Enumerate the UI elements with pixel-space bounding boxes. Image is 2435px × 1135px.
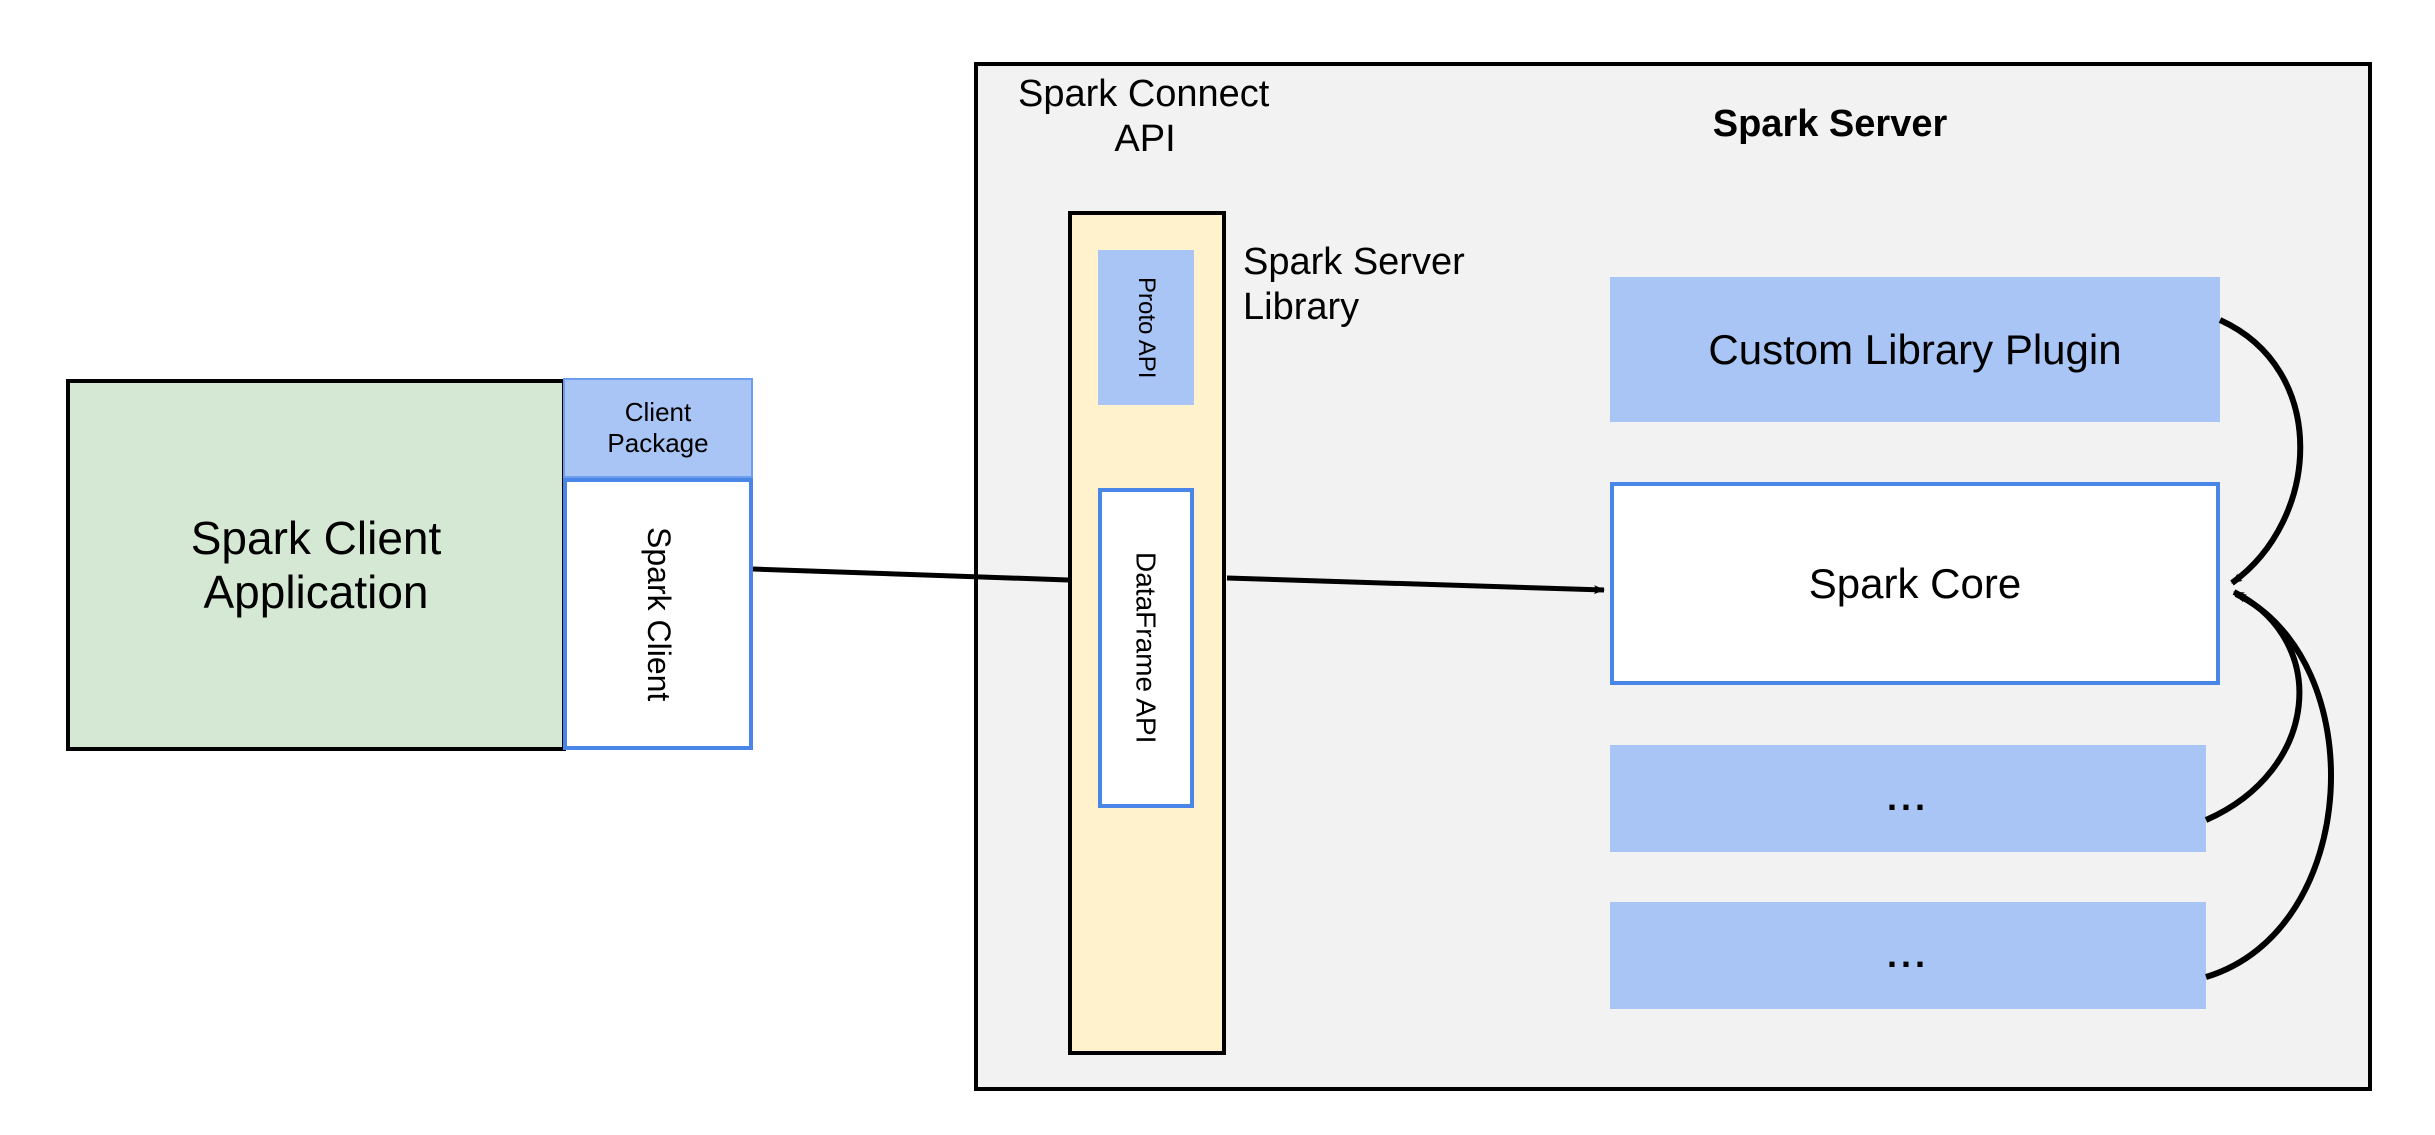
spark-server-library-label: Spark Server Library <box>1243 240 1573 350</box>
spark-client-label: Spark Client <box>640 526 677 702</box>
proto-api-label: Proto API <box>1133 276 1161 379</box>
proto-api-box[interactable]: Proto API <box>1098 250 1194 405</box>
client-package-line1: Client <box>624 397 692 428</box>
server-component-ellipsis-1[interactable]: ... <box>1610 745 2206 852</box>
client-package-box[interactable]: Client Package <box>563 378 753 478</box>
spark-client-application-box[interactable]: Spark Client Application <box>66 379 566 751</box>
spark-server-library-line1: Spark Server <box>1243 241 1465 283</box>
spark-server-library-line2: Library <box>1243 285 1360 328</box>
dataframe-api-label: DataFrame API <box>1130 552 1162 744</box>
spark-client-application-line1: Spark Client <box>190 511 442 564</box>
spark-client-application-line2: Application <box>203 566 429 618</box>
spark-client-box[interactable]: Spark Client <box>563 478 753 750</box>
server-component-ellipsis-2[interactable]: ... <box>1610 902 2206 1009</box>
spark-server-title: Spark Server <box>1712 102 1948 145</box>
custom-library-plugin-box[interactable]: Custom Library Plugin <box>1610 277 2220 422</box>
client-package-line2: Package <box>607 428 709 458</box>
spark-core-box[interactable]: Spark Core <box>1610 482 2220 685</box>
spark-connect-api-line2: API <box>1114 117 1176 160</box>
spark-connect-api-line1: Spark Connect <box>1018 73 1270 115</box>
spark-connect-api-label: Spark Connect API <box>1000 68 1290 160</box>
dataframe-api-box[interactable]: DataFrame API <box>1098 488 1194 808</box>
